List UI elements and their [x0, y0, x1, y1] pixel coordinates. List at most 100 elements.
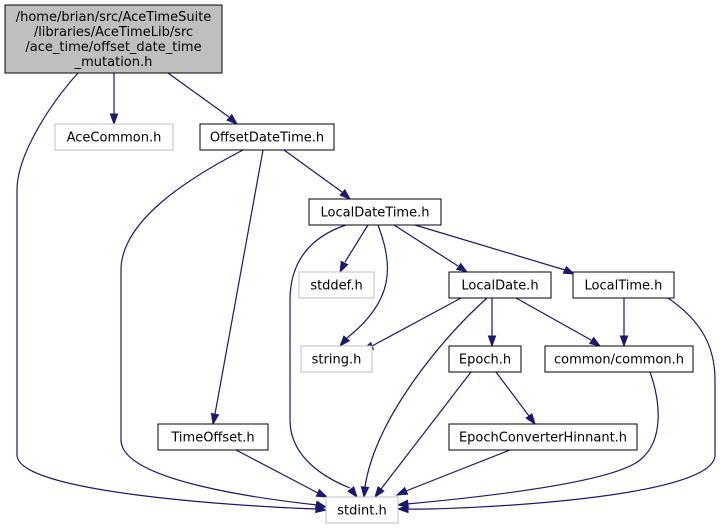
edge-line — [346, 224, 388, 339]
edge-line — [344, 224, 369, 263]
edge-arrowhead — [588, 336, 602, 347]
edge-line — [167, 72, 230, 118]
edge-epoch-to-epochconverter — [495, 371, 536, 426]
edge-arrowhead — [109, 113, 119, 126]
node-label: stdint.h — [337, 504, 386, 519]
node-epochconverter[interactable]: EpochConverterHinnant.h — [448, 423, 638, 451]
node-box — [572, 271, 675, 299]
node-label: /home/brian/src/AceTimeSuite — [16, 10, 212, 25]
edge-line — [283, 149, 343, 193]
edge-localdatetime-to-localtime — [414, 224, 576, 275]
node-box — [448, 271, 552, 299]
node-label: stddef.h — [310, 279, 362, 294]
edge-line — [515, 297, 592, 341]
node-label: /libraries/AceTimeLib/src — [34, 25, 193, 40]
edge-line — [393, 224, 459, 267]
node-box — [300, 345, 373, 373]
node-label: Epoch.h — [459, 353, 511, 368]
node-stddef: stddef.h — [298, 271, 375, 299]
edge-arrowhead — [315, 488, 329, 498]
edge-line — [289, 224, 351, 489]
node-label: /ace_time/offset_date_time — [25, 40, 201, 55]
edge-line — [495, 371, 530, 417]
edge-offsetdatetime-to-localdatetime — [283, 149, 352, 200]
edge-localdatetime-to-string — [339, 224, 388, 348]
edge-epochconverter-to-stdint — [395, 449, 511, 496]
node-box — [54, 123, 174, 151]
edge-localdate-to-string — [361, 297, 462, 351]
edge-offsetdatetime-to-stdint — [120, 149, 328, 509]
node-offsetdatetime[interactable]: OffsetDateTime.h — [199, 123, 335, 151]
graph-edges — [16, 72, 716, 514]
node-box — [308, 198, 442, 226]
edge-line — [364, 297, 488, 488]
edge-timeoffset-to-stdint — [235, 449, 329, 498]
node-stdint: stdint.h — [325, 496, 399, 524]
edge-arrowhead — [210, 412, 220, 426]
edge-localtime-to-common — [619, 298, 629, 348]
edge-arrowhead — [395, 486, 409, 496]
node-box — [157, 423, 269, 451]
node-label: string.h — [312, 353, 362, 368]
node-label: LocalTime.h — [585, 279, 663, 294]
edge-line — [214, 149, 264, 415]
edge-root-to-acecommon — [109, 73, 119, 126]
edge-line — [405, 449, 511, 492]
node-localtime[interactable]: LocalTime.h — [572, 271, 675, 299]
node-label: AceCommon.h — [67, 131, 162, 146]
edge-arrowhead — [374, 486, 385, 499]
edge-line — [414, 224, 566, 271]
node-label: OffsetDateTime.h — [210, 131, 324, 146]
edge-line — [380, 371, 472, 490]
edge-arrowhead — [314, 500, 328, 509]
node-label: _mutation.h — [74, 55, 153, 70]
edge-offsetdatetime-to-timeoffset — [210, 149, 264, 426]
edge-line — [407, 297, 716, 510]
edge-epoch-to-stdint — [374, 371, 472, 499]
node-string: string.h — [300, 345, 373, 373]
node-box — [448, 345, 522, 373]
node-localdatetime[interactable]: LocalDateTime.h — [308, 198, 442, 226]
edge-arrowhead — [347, 486, 358, 499]
edge-localdate-to-epoch — [487, 298, 497, 348]
edge-common-to-stdint — [396, 371, 659, 509]
edge-root-to-offsetdatetime — [167, 72, 239, 125]
node-label: LocalDate.h — [461, 279, 538, 294]
node-epoch[interactable]: Epoch.h — [448, 345, 522, 373]
edge-line — [406, 371, 659, 505]
edge-arrowhead — [396, 499, 409, 509]
edge-line — [16, 72, 318, 510]
node-localdate[interactable]: LocalDate.h — [448, 271, 552, 299]
edge-line — [371, 297, 462, 347]
edge-localdate-to-common — [515, 297, 602, 347]
edge-arrowhead — [487, 335, 497, 348]
node-label: common/common.h — [554, 353, 684, 368]
node-timeoffset[interactable]: TimeOffset.h — [157, 423, 269, 451]
node-box — [4, 4, 223, 74]
node-box — [325, 496, 399, 524]
edge-arrowhead — [562, 265, 576, 275]
edge-localdatetime-to-stddef — [339, 224, 369, 274]
edge-arrowhead — [339, 335, 351, 348]
node-box — [199, 123, 335, 151]
edge-localdate-to-stdint — [360, 297, 488, 499]
edge-line — [120, 149, 318, 506]
node-label: TimeOffset.h — [170, 431, 254, 446]
edge-localdatetime-to-stdint — [289, 224, 358, 499]
edge-arrowhead — [525, 413, 536, 426]
edge-arrowhead — [226, 113, 239, 125]
node-box — [448, 423, 638, 451]
node-box — [544, 345, 694, 373]
node-label: EpochConverterHinnant.h — [459, 431, 627, 446]
node-label: LocalDateTime.h — [321, 206, 430, 221]
edge-line — [235, 449, 319, 494]
edge-arrowhead — [360, 486, 370, 499]
node-acecommon: AceCommon.h — [54, 123, 174, 151]
edge-arrowhead — [339, 188, 352, 200]
node-root[interactable]: /home/brian/src/AceTimeSuite/libraries/A… — [4, 4, 223, 74]
edge-arrowhead — [339, 260, 349, 274]
edge-arrowhead — [619, 335, 629, 348]
edge-arrowhead — [455, 262, 469, 273]
node-common[interactable]: common/common.h — [544, 345, 694, 373]
